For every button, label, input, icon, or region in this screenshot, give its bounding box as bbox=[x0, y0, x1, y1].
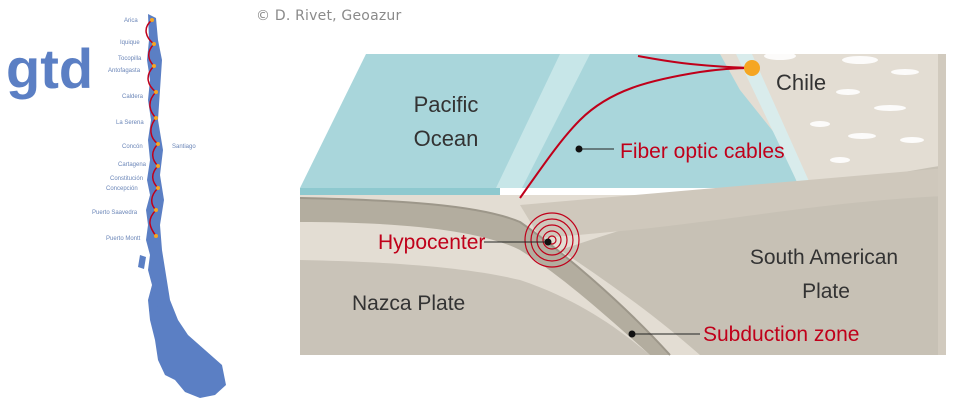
subduction-leader-dot bbox=[628, 330, 636, 338]
chile-map-panel: gtd Arica Iquique Tocopilla Antofagasta … bbox=[0, 0, 240, 403]
city-label-antofagasta: Antofagasta bbox=[108, 68, 141, 74]
continental-crust-top bbox=[520, 168, 946, 238]
land-surface bbox=[720, 54, 946, 190]
city-label-puerto-saavedra: Puerto Saavedra bbox=[92, 210, 138, 216]
city-label-caldera: Caldera bbox=[122, 94, 144, 100]
city-label-puerto-montt: Puerto Montt bbox=[106, 236, 141, 242]
hypocenter-leader-dot bbox=[544, 238, 552, 246]
chile-country-shape bbox=[146, 14, 226, 398]
label-south-american-line1: South American bbox=[750, 246, 898, 269]
mountain-snow-patches bbox=[764, 47, 924, 163]
right-edge-shade bbox=[938, 54, 946, 355]
slab-upper-edge bbox=[299, 197, 671, 356]
trench-band bbox=[496, 54, 590, 188]
label-fiber-optic-cables: Fiber optic cables bbox=[620, 140, 785, 163]
city-label-santiago: Santiago bbox=[172, 144, 196, 150]
cable-leader-dot bbox=[575, 145, 583, 153]
subducting-slab bbox=[300, 198, 670, 355]
label-subduction-zone: Subduction zone bbox=[703, 323, 859, 346]
south-american-plate-shape bbox=[560, 165, 946, 355]
chile-map: gtd Arica Iquique Tocopilla Antofagasta … bbox=[6, 14, 226, 398]
city-label-concon: Concón bbox=[122, 144, 143, 150]
city-label-cartagena: Cartagena bbox=[118, 162, 147, 168]
cable-stations bbox=[150, 18, 160, 238]
image-credit: © D. Rivet, Geoazur bbox=[256, 8, 402, 24]
fiber-cable-route bbox=[145, 19, 160, 237]
label-chile: Chile bbox=[776, 70, 826, 95]
coast-strip bbox=[736, 54, 812, 188]
city-label-arica: Arica bbox=[124, 18, 138, 24]
label-pacific-line2: Ocean bbox=[414, 126, 479, 151]
city-label-iquique: Iquique bbox=[120, 40, 140, 46]
nazca-plate-shape bbox=[300, 260, 650, 355]
label-nazca-plate: Nazca Plate bbox=[352, 292, 465, 315]
city-label-la-serena: La Serena bbox=[116, 120, 144, 126]
label-hypocenter: Hypocenter bbox=[378, 231, 485, 254]
label-pacific-line1: Pacific bbox=[414, 92, 479, 117]
city-label-constitucion: Constitución bbox=[110, 176, 143, 182]
city-label-tocopilla: Tocopilla bbox=[118, 56, 142, 62]
chiloe-islands bbox=[138, 255, 158, 314]
fiber-optic-cable bbox=[519, 67, 753, 199]
label-south-american-line2: Plate bbox=[802, 280, 850, 303]
cable-landing-station bbox=[744, 60, 760, 76]
fiber-optic-cable-branch bbox=[637, 55, 753, 69]
gtd-logo: gtd bbox=[6, 37, 93, 100]
city-label-concepcion: Concepción bbox=[106, 186, 138, 192]
